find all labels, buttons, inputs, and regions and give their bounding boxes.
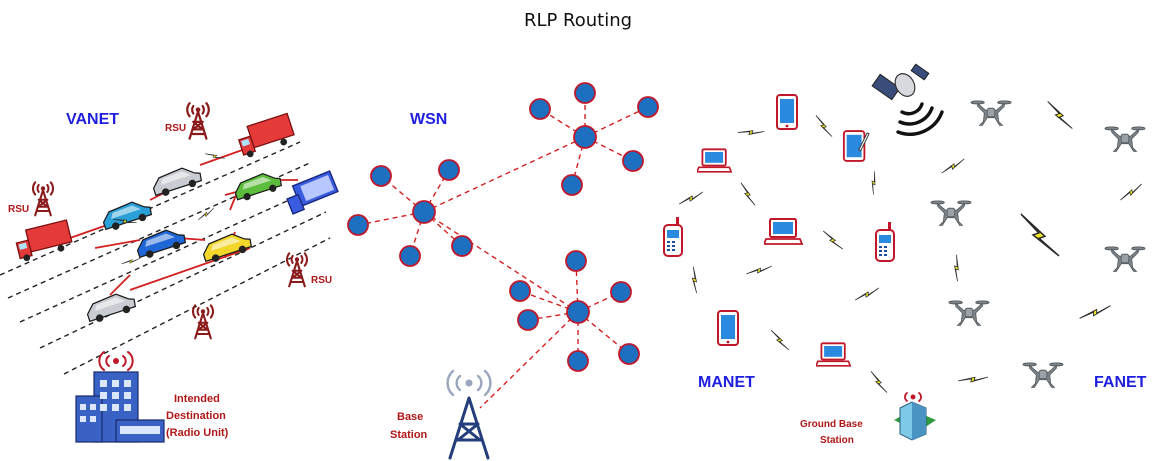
phone-icon: [776, 94, 798, 130]
rsu-tower-icon: [31, 181, 55, 217]
rsu-label: RSU: [311, 275, 332, 286]
satellite-icon: [871, 63, 944, 136]
walkie-talkie-icon: [662, 216, 684, 258]
wsn-section: WSN Base Station: [347, 82, 659, 460]
vanet-label: VANET: [66, 111, 119, 128]
drone-icon: [930, 200, 972, 226]
rsu-tower-icon: [191, 304, 215, 340]
rsu-label: RSU: [165, 123, 186, 134]
base-station-label: Station: [390, 429, 428, 441]
phone-icon: [717, 310, 739, 346]
car-icon: [199, 228, 255, 266]
intended-destination-label: Destination: [166, 410, 226, 422]
drone-icon: [970, 100, 1012, 126]
drone-icon: [1104, 126, 1146, 152]
walkie-talkie-icon: [874, 221, 896, 263]
ground-station-icon: [894, 392, 936, 441]
car-icon: [133, 224, 189, 262]
intended-destination-label: Intended: [174, 393, 220, 405]
drone-icon: [1022, 362, 1064, 388]
building-icon: [75, 351, 165, 443]
lightning-bolt-icon: [197, 203, 215, 225]
base-station-label: Base: [397, 411, 423, 423]
car-icon: [99, 196, 155, 234]
wsn-label: WSN: [410, 111, 447, 128]
drone-icon: [948, 300, 990, 326]
car-icon: [231, 168, 285, 204]
manet-label: MANET: [698, 374, 755, 391]
drone-icon: [1104, 246, 1146, 272]
fanet-label: FANET: [1094, 374, 1147, 391]
car-icon: [149, 162, 205, 200]
intended-destination-label: (Radio Unit): [166, 427, 229, 439]
fanet-section: FANET: [930, 100, 1147, 394]
base-station-tower-icon: [446, 369, 492, 460]
wsn-nodes: [347, 82, 659, 372]
tablet-icon: [842, 130, 870, 162]
laptop-icon: [764, 217, 804, 246]
page-title: RLP Routing: [523, 10, 633, 31]
manet-section: MANET Ground Base Station: [662, 63, 944, 446]
vanet-section: VANET RSU RSU RSU Intended Destination (…: [0, 101, 339, 443]
ground-base-station-label: Station: [820, 435, 854, 446]
ground-base-station-label: Ground Base: [800, 419, 863, 430]
rsu-tower-icon: [185, 101, 211, 140]
laptop-icon: [697, 148, 733, 173]
truck-icon: [234, 112, 298, 161]
rsu-label: RSU: [8, 204, 29, 215]
laptop-icon: [816, 342, 852, 367]
